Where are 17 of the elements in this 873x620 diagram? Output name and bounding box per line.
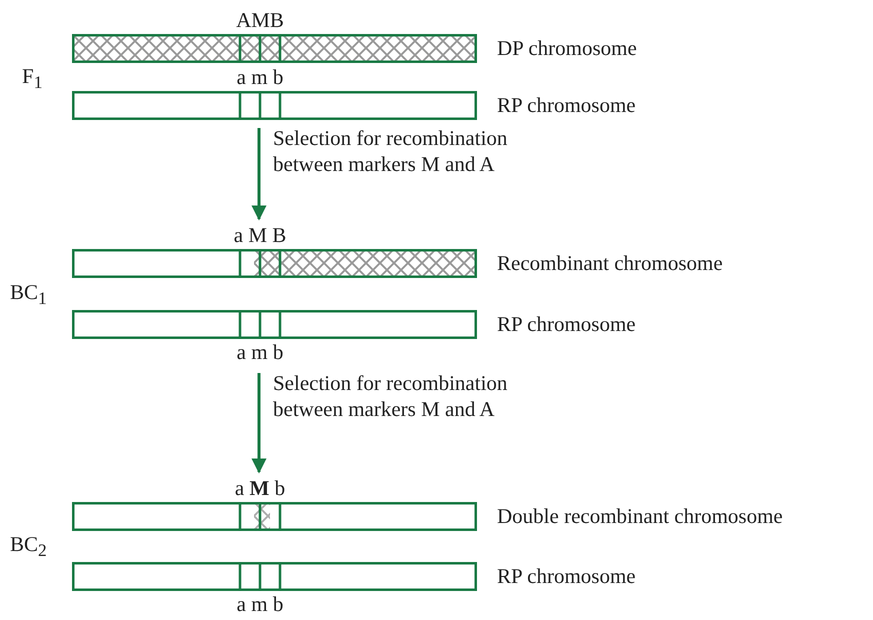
marker-label: a m b	[236, 340, 284, 364]
generation-label: BC$_{2}$	[10, 532, 47, 562]
marker-label: a m b	[236, 592, 284, 616]
marker-label: a m b	[236, 65, 284, 89]
marker-label: a M B	[234, 223, 286, 247]
generation-label: F$_{1}$	[22, 64, 42, 94]
marker-label: AMB	[236, 8, 284, 32]
arrow	[252, 128, 266, 220]
chromosome-label: RP chromosome	[497, 564, 636, 588]
arrow	[252, 373, 266, 474]
chromosome-label: RP chromosome	[497, 312, 636, 336]
marker-label: a M b	[234, 476, 286, 500]
generation-label: BC$_{1}$	[10, 280, 47, 310]
chromosome-label: DP chromosome	[497, 36, 637, 60]
chromosome-label: RP chromosome	[497, 93, 636, 117]
chromosome-label: Recombinant chromosome	[497, 251, 723, 275]
chromosome-label: Double recombinant chromosome	[497, 504, 783, 528]
